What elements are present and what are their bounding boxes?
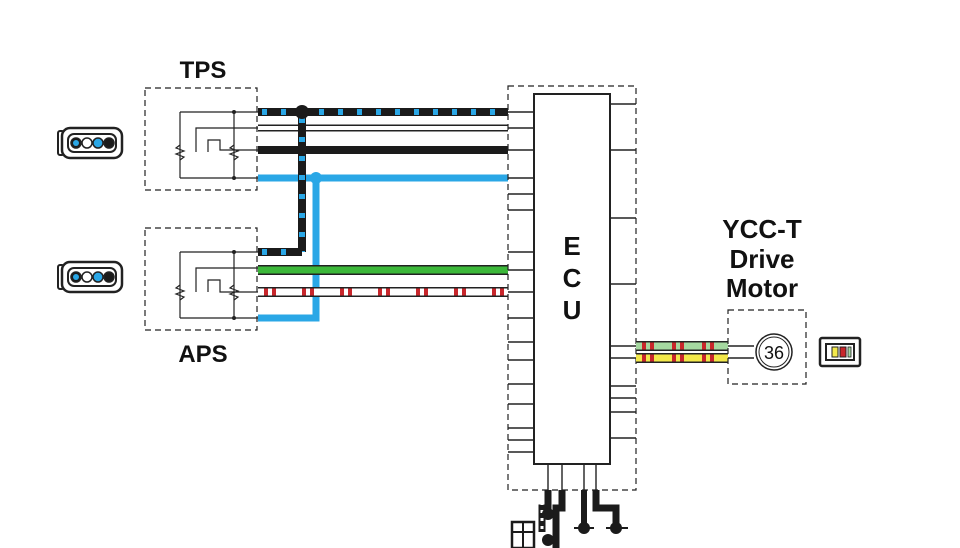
drive-motor-box [727,309,807,385]
motor-wires [636,341,728,363]
drive-motor-id: 36 [764,343,784,363]
motor-label-line3: Motor [726,273,798,303]
motor-label-line1: YCC-T [722,214,802,244]
aps-connector-icon [57,260,124,294]
motor-connector-icon [818,336,862,368]
ground-wires [510,490,628,548]
ecu-letter-u: U [563,295,582,325]
tps-connector-icon [57,126,124,160]
sensor-wire-bundle [258,105,508,322]
motor-label-line2: Drive [729,244,794,274]
tps-sensor-box [144,87,258,191]
ecu-unit [507,85,637,491]
ecu-letter-e: E [563,231,580,261]
aps-sensor-box [144,227,258,331]
ecu-letter-c: C [563,263,582,293]
tps-label: TPS [180,57,227,84]
aps-label: APS [178,341,227,368]
